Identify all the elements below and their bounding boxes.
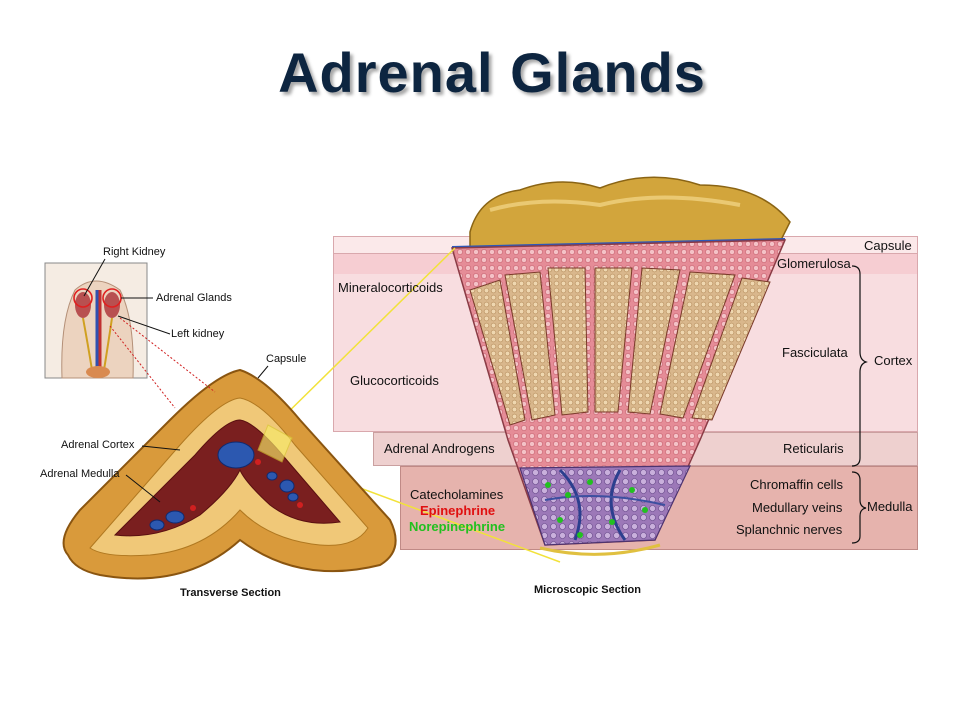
transverse-section-drawing — [62, 368, 397, 580]
norepinephrine-label: Norepinephrine — [409, 519, 506, 534]
inset-body-drawing — [44, 262, 148, 379]
splanchnic-nerves-label: Splanchnic nerves — [736, 522, 843, 537]
adrenal-cortex-label: Adrenal Cortex — [61, 439, 135, 451]
leader-lines — [83, 258, 269, 503]
brackets — [851, 265, 868, 544]
chromaffin-cells-label: Chromaffin cells — [750, 477, 843, 492]
adrenal-medulla-label: Adrenal Medulla — [40, 468, 120, 480]
cortex-label: Cortex — [874, 353, 913, 368]
mineralocorticoids-label: Mineralocorticoids — [338, 280, 443, 295]
page-title: Adrenal Glands — [278, 41, 706, 104]
microscopic-section-drawing — [451, 176, 791, 556]
glucocorticoids-label: Glucocorticoids — [350, 373, 439, 388]
medullary-veins-label: Medullary veins — [752, 500, 843, 515]
adrenal-glands-label: Adrenal Glands — [156, 292, 232, 304]
catecholamines-label: Catecholamines — [410, 487, 504, 502]
capsule-label: Capsule — [266, 353, 307, 365]
epinephrine-label: Epinephrine — [420, 503, 496, 518]
glomerulosa-label: Glomerulosa — [777, 256, 851, 271]
capsule-layer-label: Capsule — [864, 238, 912, 253]
microscopic-section-caption: Microscopic Section — [534, 584, 641, 596]
left-kidney-label: Left kidney — [171, 328, 225, 340]
fasciculata-label: Fasciculata — [782, 345, 848, 360]
adrenal-androgens-label: Adrenal Androgens — [384, 441, 495, 456]
transverse-section-caption: Transverse Section — [180, 587, 281, 599]
reticularis-label: Reticularis — [783, 441, 844, 456]
medulla-label: Medulla — [867, 499, 913, 514]
right-kidney-label: Right Kidney — [103, 246, 166, 258]
